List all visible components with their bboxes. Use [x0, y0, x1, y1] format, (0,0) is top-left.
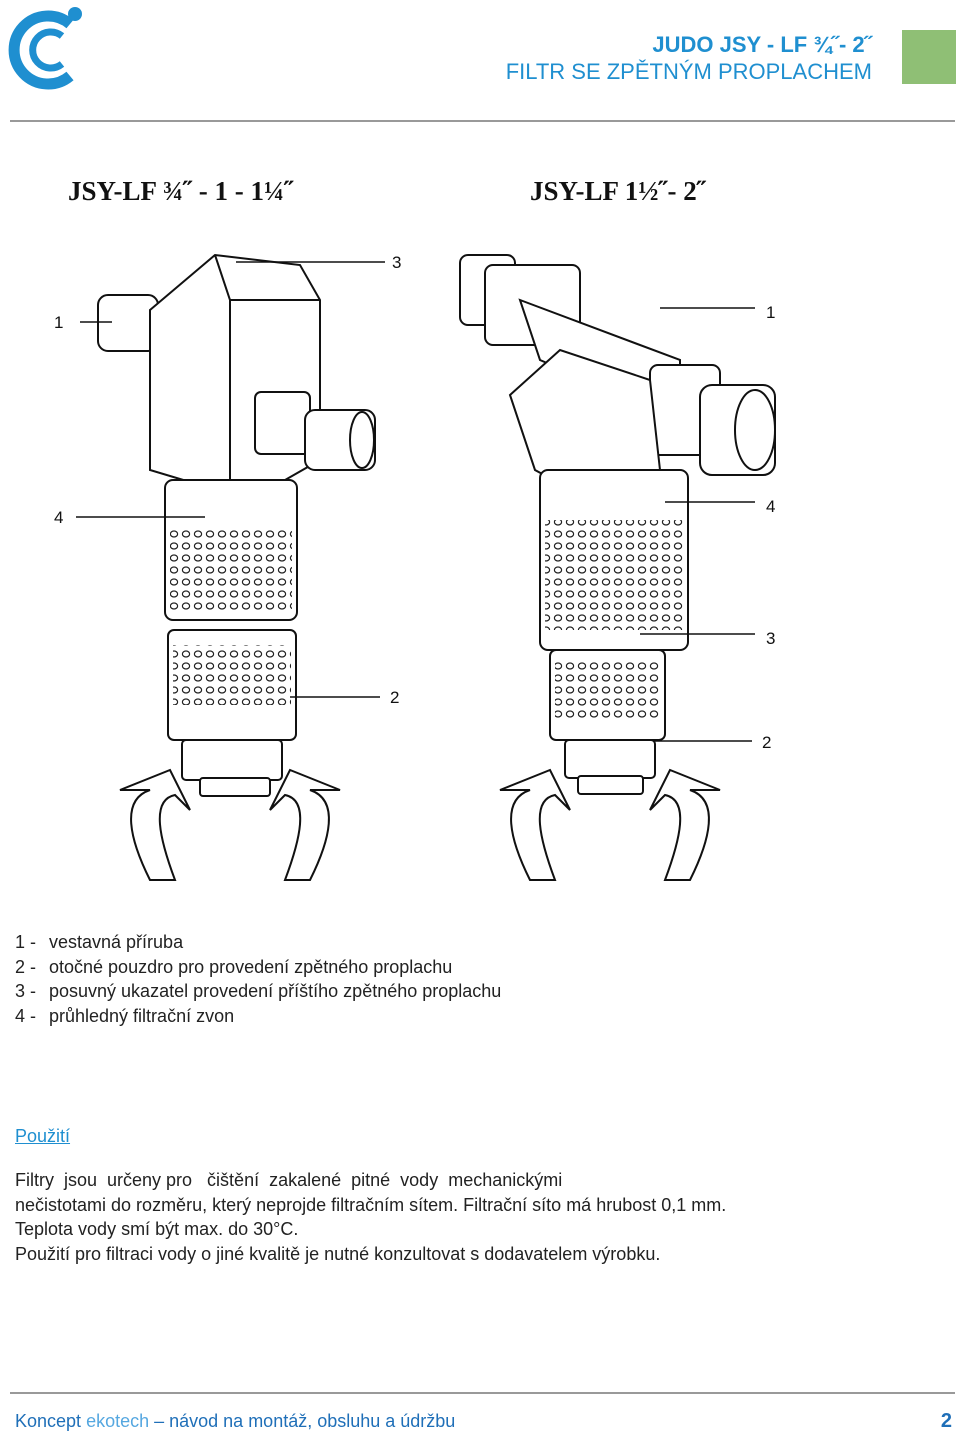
usage-heading: Použití: [15, 1126, 71, 1146]
page-number: 2: [940, 1410, 952, 1432]
footer-text: Koncept ekotech – návod na montáž, obslu…: [15, 1411, 456, 1431]
left-callout-4: 4: [54, 508, 63, 527]
right-callout-3: 3: [766, 629, 775, 648]
legend-item: 4 -průhledný filtrační zvon: [15, 1005, 235, 1026]
left-callout-2: 2: [390, 688, 399, 707]
usage-line: Filtry jsou určeny pro čištění zakalené …: [15, 1170, 563, 1190]
legend-item: 2 -otočné pouzdro pro provedení zpětného…: [15, 956, 453, 977]
legend-item: 1 -vestavná příruba: [15, 932, 184, 952]
right-callout-2: 2: [762, 733, 771, 752]
left-callout-1: 1: [54, 313, 63, 332]
parts-legend: 1 -vestavná příruba 2 -otočné pouzdro pr…: [15, 930, 501, 1028]
footer-brand: ekotech: [86, 1411, 150, 1431]
usage-line: Teplota vody smí být max. do 30°C.: [15, 1219, 299, 1239]
company-logo: [8, 7, 82, 90]
green-marker: [902, 30, 956, 84]
left-callout-3: 3: [392, 253, 401, 272]
left-figure-title: JSY-LF ¾˝ - 1 - 1¼˝: [68, 176, 294, 206]
title-description: FILTR SE ZPĚTNÝM PROPLACHEM: [505, 59, 872, 84]
usage-line: nečistotami do rozměru, který neprojde f…: [15, 1194, 727, 1215]
right-callout-1: 1: [766, 303, 775, 322]
footer-divider: [10, 1392, 955, 1394]
filter-drawings: 1 3 4 2 1 4 3 2: [54, 253, 776, 881]
left-filter-drawing: [97, 253, 376, 881]
right-filter-drawing: [459, 254, 776, 881]
document-title: JUDO JSY - LF ¾˝- 2˝ FILTR SE ZPĚTNÝM PR…: [506, 32, 872, 86]
title-model: JUDO JSY - LF ¾˝- 2˝: [652, 32, 872, 57]
usage-line: Použití pro filtraci vody o jiné kvalitě…: [15, 1243, 661, 1264]
right-figure-title: JSY-LF 1½˝- 2˝: [530, 176, 706, 206]
right-callout-4: 4: [766, 497, 775, 516]
legend-item: 3 -posuvný ukazatel provedení příštího z…: [15, 981, 502, 1001]
header-divider: [10, 120, 955, 122]
usage-text: Filtry jsou určeny pro čištění zakalené …: [15, 1168, 935, 1266]
